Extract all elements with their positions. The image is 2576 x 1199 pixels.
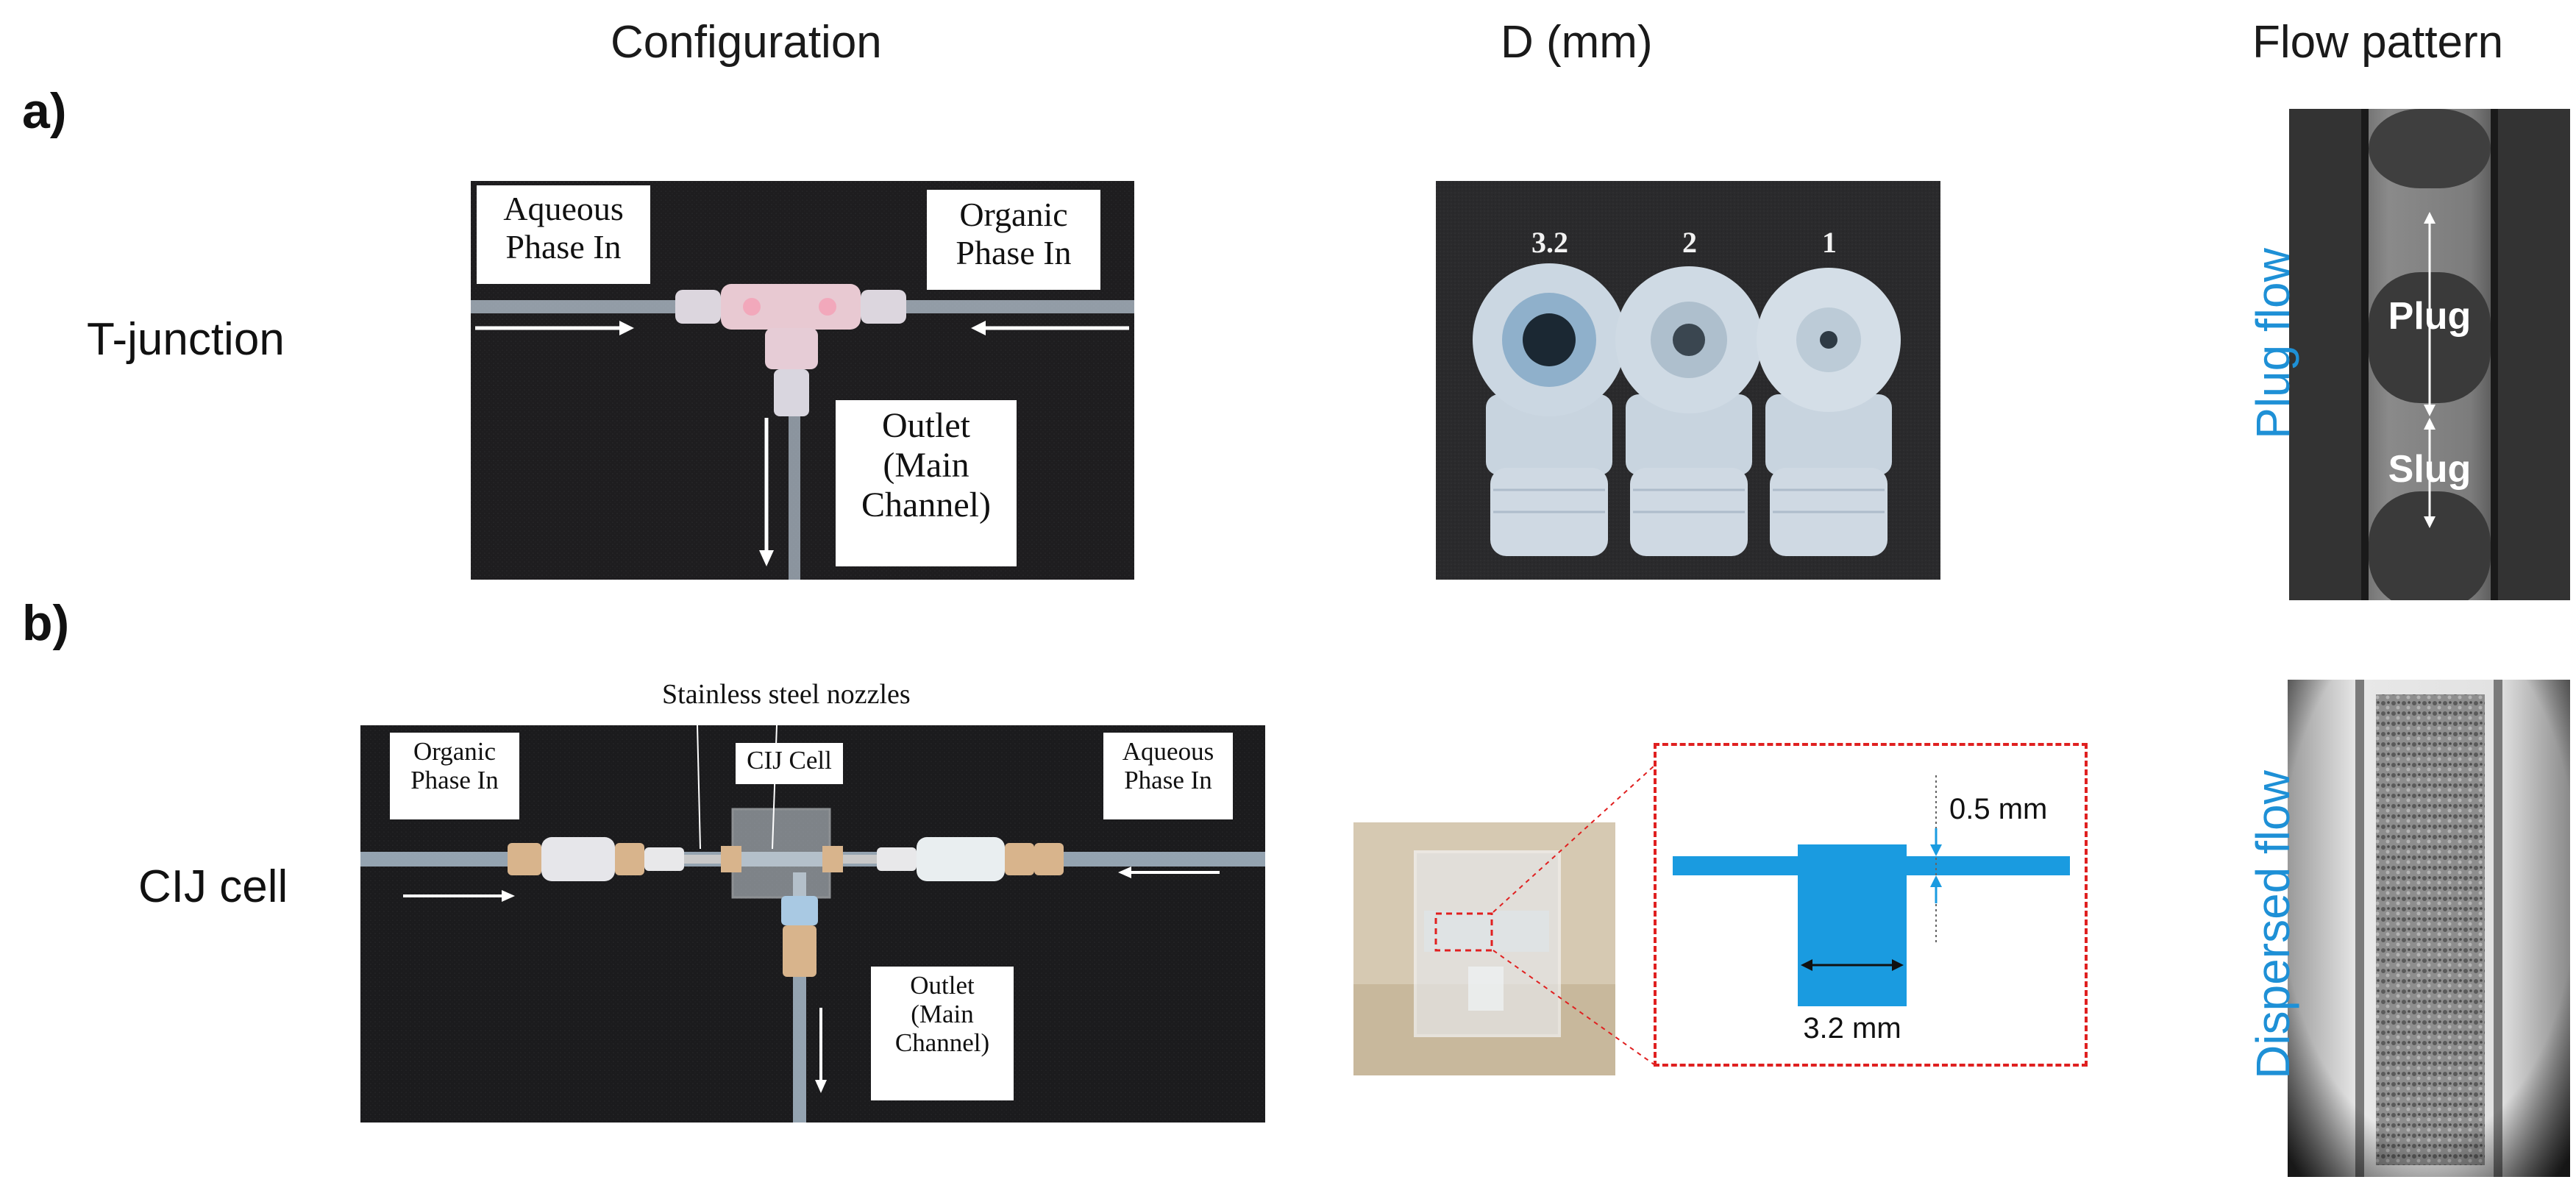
cij-aqueous-phase-in-box: Aqueous Phase In: [1103, 733, 1233, 819]
fitting-3-2: [1473, 263, 1626, 556]
row-label-cij-cell: CIJ cell: [138, 861, 288, 912]
diameter-fittings-photo: 3.2 2 1: [1436, 181, 1940, 580]
gap-dimension-label: 0.5 mm: [1949, 793, 2048, 825]
cij-outlet-line3: Channel): [894, 1028, 990, 1058]
organic-phase-in-box: Organic Phase In: [927, 190, 1100, 290]
t-stem: [765, 328, 818, 369]
outlet-line3: Channel): [861, 485, 991, 524]
cij-cell-box: CIJ Cell: [736, 743, 843, 784]
outlet-fitting: [774, 369, 809, 416]
plug-label: Plug: [2388, 295, 2472, 338]
detail-region: [1434, 912, 1493, 952]
fitting-1: [1757, 268, 1901, 556]
left-fitting: [675, 290, 721, 324]
header-flow-pattern: Flow pattern: [2252, 17, 2504, 68]
cij-outlet-box: Outlet (Main Channel): [871, 967, 1014, 1100]
fittings-illustration: [1436, 181, 1940, 580]
fitting-2: [1615, 266, 1762, 556]
t-body: [721, 284, 861, 330]
dispersed-flow-illustration: [2288, 680, 2570, 1177]
header-configuration: Configuration: [611, 17, 882, 68]
cij-aqueous-line1: Aqueous: [1122, 737, 1214, 766]
panel-label-a: a): [22, 83, 67, 139]
cij-cube-illustration: [1353, 822, 1615, 1075]
mixing-chamber: [1798, 844, 1907, 1006]
row-label-t-junction: T-junction: [87, 314, 285, 365]
diameter-label-2: 2: [1682, 226, 1697, 259]
outlet-line1: Outlet: [882, 406, 970, 445]
zoom-lines: [1492, 764, 1656, 1066]
outlet-line2: (Main: [883, 445, 969, 485]
outlet-box: Outlet (Main Channel): [836, 400, 1017, 566]
panel-label-b: b): [22, 595, 70, 651]
width-dimension-label: 3.2 mm: [1803, 1012, 1901, 1045]
right-fitting: [861, 290, 906, 324]
cij-schematic: 0.5 mm 3.2 mm: [1654, 743, 2088, 1067]
aqueous-phase-in-box: Aqueous Phase In: [477, 185, 650, 284]
header-diameter: D (mm): [1501, 17, 1653, 68]
cij-cell-photo: Organic Phase In CIJ Cell Aqueous Phase …: [360, 725, 1265, 1122]
aqueous-in-line1: Aqueous: [503, 190, 624, 227]
organic-in-line1: Organic: [959, 196, 1068, 233]
plug-flow-illustration: [2289, 109, 2570, 600]
cij-aqueous-line2: Phase In: [1124, 766, 1212, 795]
stainless-steel-nozzles-label: Stainless steel nozzles: [662, 679, 911, 710]
cij-organic-line1: Organic: [413, 737, 497, 766]
plug-flow-image: Plug Slug: [2289, 109, 2570, 600]
dispersed-flow-label: Dispersed flow: [2246, 770, 2299, 1079]
diameter-label-1: 1: [1822, 226, 1837, 259]
t-junction-photo: Aqueous Phase In Organic Phase In Outlet…: [471, 181, 1134, 580]
cij-organic-line2: Phase In: [410, 766, 499, 795]
slug-label: Slug: [2388, 448, 2472, 491]
diameter-label-3-2: 3.2: [1531, 226, 1568, 259]
cij-outlet-line2: (Main: [911, 1000, 974, 1029]
organic-in-line2: Phase In: [956, 233, 1072, 271]
cij-schematic-drawing: [1673, 775, 2070, 1006]
cij-cube-photo: [1353, 822, 1615, 1075]
cij-outlet-line1: Outlet: [910, 971, 975, 1000]
dispersed-flow-image: [2288, 680, 2570, 1177]
plug-flow-label: Plug flow: [2246, 248, 2299, 439]
cij-organic-phase-in-box: Organic Phase In: [390, 733, 519, 819]
aqueous-in-line2: Phase In: [505, 227, 622, 266]
